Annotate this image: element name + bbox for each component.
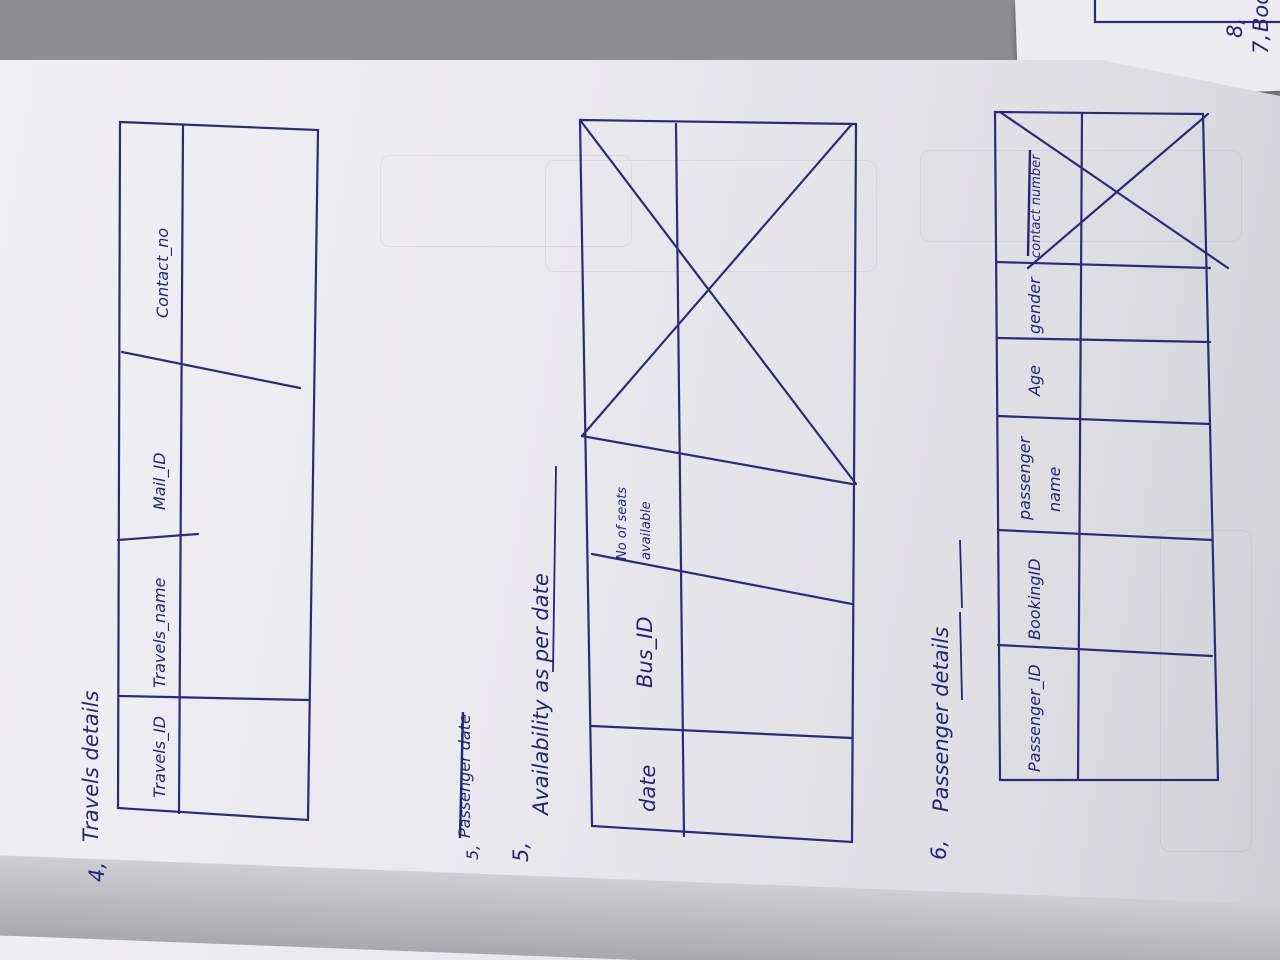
corner-note: 7, Boo bbox=[1249, 0, 1273, 54]
passenger-table-col-divider bbox=[996, 414, 1212, 426]
passenger-table-col-divider bbox=[994, 260, 1212, 270]
section-travels-details: 4, Travels details Travels_ID Travels_na… bbox=[79, 120, 320, 882]
section-6-number: 6, bbox=[927, 840, 951, 860]
section-4-number: 4, bbox=[85, 862, 109, 882]
availability-table-col-divider bbox=[590, 724, 854, 740]
title-underline bbox=[959, 611, 963, 701]
bleed-through-mark bbox=[380, 155, 632, 247]
passenger-table-col-divider bbox=[996, 528, 1214, 542]
strike-through-line bbox=[1026, 149, 1032, 257]
previous-table-edge bbox=[1093, 0, 1280, 24]
availability-col-header: available bbox=[639, 501, 654, 560]
bleed-through-mark bbox=[1160, 530, 1252, 852]
passenger-col-header: contact number bbox=[1029, 153, 1044, 258]
passenger-table-col-divider bbox=[996, 643, 1214, 658]
travels-table-border bbox=[116, 120, 320, 822]
travels-table-col-divider bbox=[118, 694, 310, 702]
passenger-col-header: Passenger_ID bbox=[1025, 664, 1045, 772]
passenger-col-header: Age bbox=[1025, 365, 1044, 397]
availability-table-row-divider bbox=[674, 122, 686, 838]
cross-out-x bbox=[578, 118, 858, 486]
passenger-table: Passenger_ID BookingID passenger name Ag… bbox=[993, 110, 1230, 782]
availability-table-col-divider bbox=[580, 434, 854, 486]
cross-out-x bbox=[998, 110, 1230, 270]
availability-col-header: Bus_ID bbox=[633, 616, 658, 688]
corner-note-text: Boo bbox=[1249, 0, 1273, 32]
corner-note-number: 7, bbox=[1249, 34, 1273, 54]
strike-through-line bbox=[458, 711, 465, 839]
availability-col-header: No of seats bbox=[615, 487, 630, 560]
travels-col-header: Mail_ID bbox=[150, 452, 170, 510]
availability-table-col-divider bbox=[590, 552, 854, 606]
struck-heading: 5, Passenger date bbox=[455, 711, 482, 860]
section-4-title: Travels details bbox=[79, 690, 103, 842]
travels-table-col-divider bbox=[116, 532, 200, 542]
section-5-title: Availability as per date bbox=[529, 573, 553, 817]
passenger-col-header: passenger bbox=[1015, 435, 1034, 521]
section-6-title: Passenger details bbox=[929, 627, 953, 812]
availability-table-border bbox=[578, 118, 858, 844]
struck-heading-text: Passenger date bbox=[455, 714, 474, 838]
section-availability: 5, Availability as per date date Bus_ID … bbox=[509, 118, 858, 862]
availability-table: date Bus_ID No of seats available bbox=[578, 118, 858, 844]
passenger-table-col-divider bbox=[996, 336, 1212, 344]
section-passenger-details: 6, Passenger details Passenger_ID Bookin… bbox=[927, 110, 1230, 860]
bleed-through-mark bbox=[545, 160, 877, 272]
title-underline bbox=[552, 465, 557, 673]
travels-table-row-divider bbox=[177, 124, 185, 815]
passenger-table-row-divider bbox=[1076, 112, 1084, 782]
travels-col-header: Contact_no bbox=[153, 228, 173, 318]
travels-col-header: Travels_ID bbox=[150, 716, 170, 798]
travels-col-header: Travels_name bbox=[150, 577, 170, 688]
title-underline bbox=[959, 539, 963, 609]
passenger-col-header: gender bbox=[1025, 276, 1044, 334]
struck-heading-number: 5, bbox=[463, 845, 482, 860]
availability-col-header: date bbox=[636, 765, 660, 812]
passenger-col-header: BookingID bbox=[1025, 558, 1044, 640]
travels-table: Travels_ID Travels_name Mail_ID Contact_… bbox=[116, 120, 320, 822]
travels-table-col-divider bbox=[120, 350, 302, 390]
section-8-number: 8, bbox=[1223, 18, 1247, 38]
passenger-col-header: name bbox=[1045, 466, 1064, 512]
passenger-table-border bbox=[993, 110, 1220, 782]
notebook-page bbox=[0, 60, 1280, 960]
section-5-number: 5, bbox=[509, 842, 533, 862]
